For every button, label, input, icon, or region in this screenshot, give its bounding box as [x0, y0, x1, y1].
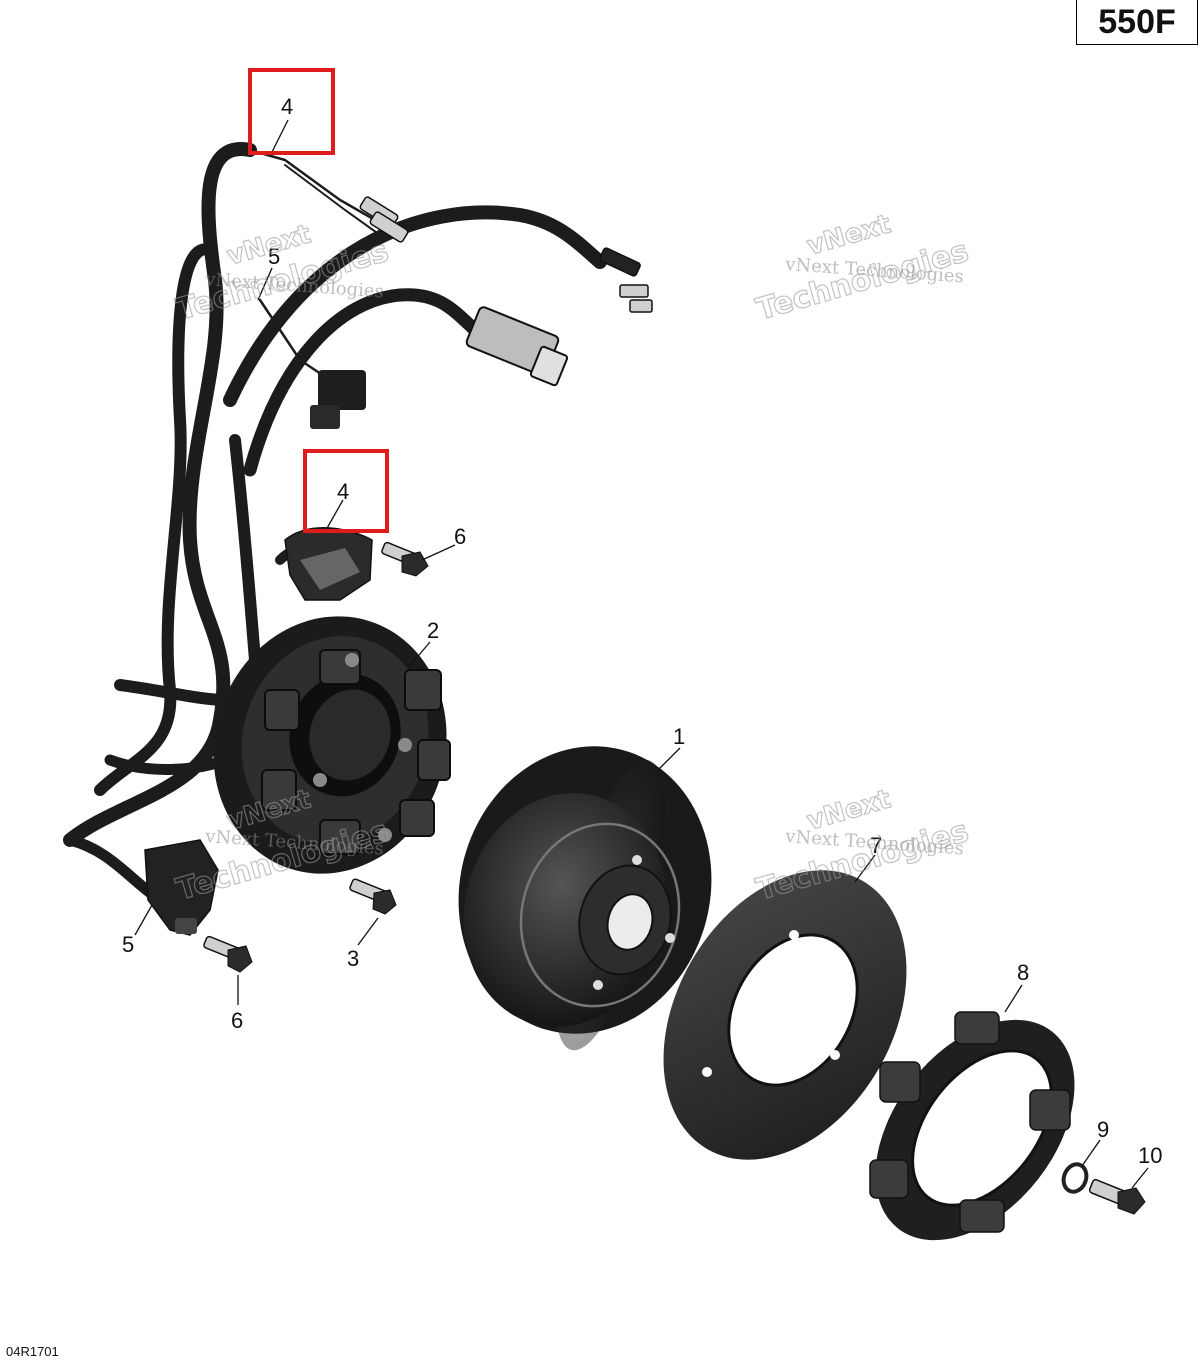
watermark-upper-right: vNext Technologies vNext Technologies [752, 209, 973, 329]
callout-4-lower: 4 [337, 479, 349, 504]
stator-assembly [213, 616, 451, 874]
callout-numbers: 4 5 4 6 2 1 7 5 3 6 8 9 10 [122, 94, 1162, 1168]
callout-6-lower: 6 [231, 1008, 243, 1033]
drawing-id: 04R1701 [6, 1344, 59, 1359]
trigger-coil-sensor-upper [284, 527, 373, 601]
washer-part-9 [1061, 1162, 1089, 1194]
screw-part-6-upper [381, 541, 429, 577]
screw-part-3 [349, 878, 397, 915]
callout-leaders [134, 119, 1149, 1189]
flywheel-cover-ring [663, 870, 907, 1160]
callout-3: 3 [347, 946, 359, 971]
callout-7: 7 [870, 833, 882, 858]
harness-connector-upper [359, 196, 409, 243]
callout-2: 2 [427, 618, 439, 643]
callout-6-upper: 6 [454, 524, 466, 549]
trigger-coil-sensor-lower [144, 839, 219, 936]
harness-connector-right [599, 247, 653, 313]
callout-5-lower: 5 [122, 932, 134, 957]
bolt-part-10 [1088, 1178, 1146, 1215]
svg-text:vNext: vNext [804, 209, 895, 261]
flywheel-rotor [458, 746, 712, 1051]
highlight-box-callout-4-upper [248, 68, 335, 155]
callout-10: 10 [1138, 1143, 1162, 1168]
callout-9: 9 [1097, 1117, 1109, 1142]
callout-5-upper: 5 [268, 244, 280, 269]
highlight-box-callout-4-lower [303, 449, 389, 533]
model-label: 550F [1076, 0, 1198, 45]
screw-part-6-lower [203, 935, 253, 973]
callout-4-upper: 4 [281, 94, 293, 119]
flywheel-cup-plate [869, 1011, 1075, 1241]
svg-text:vNext: vNext [804, 784, 895, 836]
wiring-harness [63, 142, 607, 906]
callout-8: 8 [1017, 960, 1029, 985]
callout-1: 1 [673, 724, 685, 749]
harness-plug-connector [465, 306, 569, 387]
harness-clip-connector [310, 370, 366, 429]
